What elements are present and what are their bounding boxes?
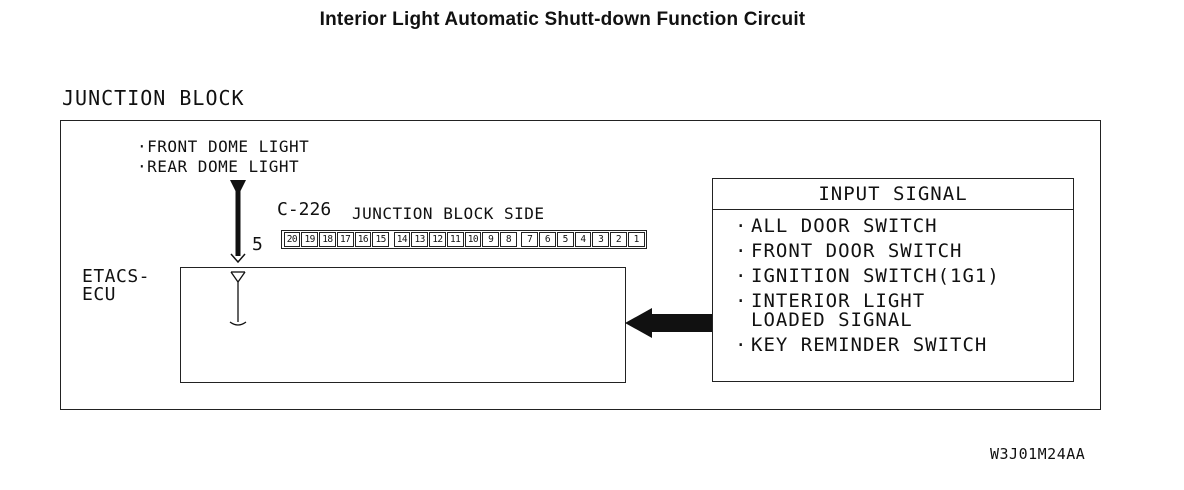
ecu-terminal-icon bbox=[230, 271, 246, 284]
connector-pin: 12 bbox=[429, 232, 446, 247]
connector-id: C-226 bbox=[277, 199, 332, 220]
input-signal-item: ALL DOOR SWITCH bbox=[735, 214, 1073, 239]
input-signal-item: IGNITION SWITCH(1G1) bbox=[735, 264, 1073, 289]
input-signal-title: INPUT SIGNAL bbox=[713, 179, 1073, 210]
connector-pin: 4 bbox=[574, 232, 592, 247]
connector-pin: 9 bbox=[482, 232, 499, 247]
connector-pin: 8 bbox=[500, 232, 517, 247]
connector-pin: 5 bbox=[556, 232, 574, 247]
connector-pin: 2 bbox=[610, 232, 627, 247]
input-signal-box: INPUT SIGNAL ALL DOOR SWITCH FRONT DOOR … bbox=[712, 178, 1074, 382]
dome-light-arrow-icon bbox=[230, 180, 246, 196]
input-arrow-icon bbox=[625, 308, 652, 338]
connector-c226: 20 19 18 17 16 15 14 13 12 11 10 9 8 7 6… bbox=[281, 230, 647, 249]
junction-block-label: JUNCTION BLOCK bbox=[62, 86, 245, 110]
connector-pin: 11 bbox=[446, 232, 464, 247]
connector-pin: 3 bbox=[592, 232, 609, 247]
connector-pin: 17 bbox=[336, 232, 354, 247]
connector-pin: 19 bbox=[301, 232, 318, 247]
diagram-title: Interior Light Automatic Shutt-down Func… bbox=[319, 9, 806, 30]
ecu-ground-icon bbox=[229, 321, 247, 326]
connector-pin: 18 bbox=[319, 232, 336, 247]
connector-pin: 15 bbox=[372, 232, 389, 247]
input-arrow-shaft bbox=[650, 314, 713, 332]
connector-pin: 10 bbox=[464, 232, 482, 247]
connector-pin: 20 bbox=[283, 232, 301, 247]
figure-code: W3J01M24AA bbox=[990, 445, 1086, 463]
junction-block-box bbox=[60, 120, 1101, 410]
pin-number-label: 5 bbox=[252, 234, 263, 255]
connector-pin: 14 bbox=[393, 232, 411, 247]
input-signal-item: KEY REMINDER SWITCH bbox=[735, 333, 1073, 358]
input-signal-list: ALL DOOR SWITCH FRONT DOOR SWITCH IGNITI… bbox=[713, 210, 1073, 358]
front-dome-light-label: ·FRONT DOME LIGHT bbox=[137, 137, 310, 156]
connector-pin: 6 bbox=[539, 232, 556, 247]
connector-pin: 16 bbox=[354, 232, 372, 247]
connector-pin: 1 bbox=[627, 232, 645, 247]
connector-pin: 7 bbox=[521, 232, 538, 247]
etacs-ecu-box bbox=[180, 267, 626, 383]
rear-dome-light-label: ·REAR DOME LIGHT bbox=[137, 157, 300, 176]
input-signal-item: FRONT DOOR SWITCH bbox=[735, 239, 1073, 264]
input-signal-item: INTERIOR LIGHT LOADED SIGNAL bbox=[735, 292, 1073, 330]
connector-side-label: JUNCTION BLOCK SIDE bbox=[352, 204, 545, 223]
etacs-ecu-label: ETACS- ECU bbox=[82, 266, 151, 305]
terminal-junction-icon bbox=[230, 253, 246, 264]
connector-pin: 13 bbox=[411, 232, 428, 247]
